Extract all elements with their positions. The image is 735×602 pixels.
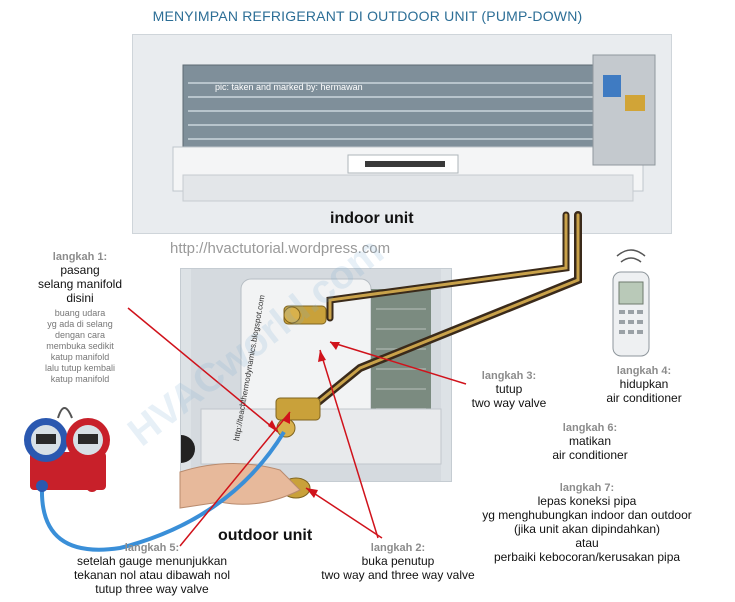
arrow-step3 (329, 341, 467, 385)
diagram-title: MENYIMPAN REFRIGERANT DI OUTDOOR UNIT (P… (152, 8, 583, 24)
step1-sub-line: dengan cara (54, 330, 106, 340)
indoor-unit-illustration (172, 54, 656, 202)
step1-sub-line: yg ada di selang (47, 319, 113, 329)
step4-block: langkah 4: hidupkan air conditioner (584, 365, 704, 405)
step4-line: hidupkan (619, 377, 669, 391)
step7-line: (jika unit akan dipindahkan) (513, 522, 661, 536)
step1-sub-line: katup manifold (50, 352, 110, 362)
arrow-step1 (127, 307, 279, 433)
arrow-step5 (179, 411, 291, 547)
step2-heading: langkah 2: (370, 542, 426, 554)
step6-line: matikan (568, 434, 612, 448)
outdoor-unit-illustration (167, 269, 442, 481)
step1-sub-line: lalu tutup kembali (44, 363, 116, 373)
step7-line: atau (575, 536, 599, 550)
step2-block: langkah 2: buka penutup two way and thre… (316, 542, 480, 582)
step7-line: lepas koneksi pipa (537, 494, 637, 508)
step1-block: langkah 1: pasang selang manifold disini… (24, 251, 136, 385)
step5-line: tekanan nol atau dibawah nol (73, 568, 231, 582)
step6-heading: langkah 6: (562, 422, 618, 434)
step7-line: yg menghubungkan indoor dan outdoor (482, 508, 692, 522)
step1-sub-line: katup manifold (50, 374, 110, 384)
step4-heading: langkah 4: (616, 365, 672, 377)
photo-credit: pic: taken and marked by: hermawan (215, 82, 363, 92)
arrowheads (268, 342, 340, 498)
step2-line: buka penutup (361, 554, 435, 568)
step7-heading: langkah 7: (559, 482, 615, 494)
website-url: http://hvactutorial.wordpress.com (170, 240, 391, 257)
manifold-hose (39, 430, 286, 552)
step6-block: langkah 6: matikan air conditioner (530, 422, 650, 462)
outdoor-unit-photo (167, 268, 452, 482)
step3-block: langkah 3: tutup two way valve (444, 370, 574, 410)
step7-line: perbaiki kebocoran/kerusakan pipa (493, 550, 681, 564)
arrow-step2-b (305, 487, 383, 539)
step4-line: air conditioner (606, 391, 682, 405)
outdoor-unit-label: outdoor unit (218, 527, 313, 544)
step1-line: disini (66, 291, 94, 305)
step3-heading: langkah 3: (481, 370, 537, 382)
step5-block: langkah 5: setelah gauge menunjukkan tek… (62, 542, 242, 596)
indoor-unit-label: indoor unit (330, 210, 414, 227)
step1-heading: langkah 1: (52, 251, 108, 263)
step3-line: tutup (495, 382, 523, 396)
two-way-valve (283, 305, 327, 325)
step3-line: two way valve (471, 396, 547, 410)
step5-line: tutup three way valve (95, 582, 209, 596)
manifold-gauge-icon (24, 407, 110, 492)
step2-line: two way and three way valve (321, 568, 475, 582)
step1-line: selang manifold (37, 277, 123, 291)
step6-line: air conditioner (552, 448, 628, 462)
pointer-arrows (127, 307, 467, 547)
remote-control-icon (612, 249, 650, 357)
indoor-unit-photo (132, 34, 672, 234)
step1-sub-line: buang udara (54, 308, 106, 318)
step5-line: setelah gauge menunjukkan (76, 554, 228, 568)
step1-sub-line: membuka sedikit (46, 341, 114, 351)
step7-block: langkah 7: lepas koneksi pipa yg menghub… (462, 482, 712, 564)
arrow-step2-a (319, 349, 379, 539)
step5-heading: langkah 5: (124, 542, 180, 554)
step1-line: pasang (60, 263, 100, 277)
